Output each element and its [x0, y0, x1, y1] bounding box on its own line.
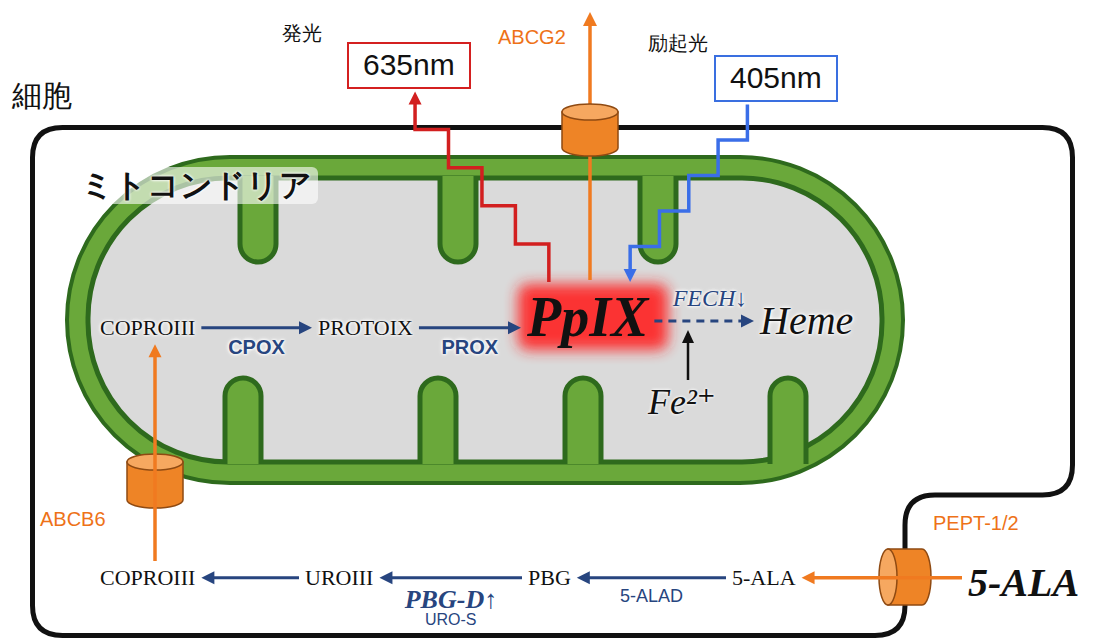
arrow-head — [379, 571, 392, 584]
fluorescence-glow — [518, 284, 668, 350]
crista — [225, 378, 261, 464]
arrow-head — [741, 315, 754, 328]
molecule-label: COPROIII — [100, 315, 195, 340]
crista — [440, 176, 476, 262]
crista — [420, 378, 456, 464]
connector — [379, 571, 522, 584]
connector — [577, 571, 726, 584]
connector — [654, 315, 754, 328]
molecule-label: PpIX — [527, 285, 648, 349]
node-text: 細胞 — [12, 79, 72, 114]
cell-outline: 細胞 ミトコンドリアCOPROIIIPROTOIXPpIXHemeCOPROII… — [30, 125, 1075, 638]
arrow-head — [682, 330, 694, 343]
arrow-head — [802, 571, 815, 584]
node-text: 5-ALA — [732, 565, 796, 590]
dashed-line — [654, 320, 744, 323]
molecule-label: COPROIII — [100, 565, 195, 590]
node-text: COPROIII — [100, 565, 195, 590]
transporter-top — [127, 454, 183, 470]
connector — [419, 321, 521, 334]
arrow-head — [149, 344, 162, 357]
inner-membrane — [88, 178, 882, 462]
iron-arrow — [687, 342, 690, 380]
node-text: PpIX — [527, 285, 648, 349]
connector — [624, 105, 748, 283]
crista — [640, 176, 676, 262]
molecule-label: UROIII — [305, 565, 373, 590]
arrow-head — [299, 321, 312, 334]
node-text: COPROIII — [100, 315, 195, 340]
cell-border — [33, 128, 1073, 636]
connector-line — [812, 576, 962, 580]
node-text: 5-ALA — [968, 560, 1079, 606]
connector-line — [587, 576, 726, 579]
molecule-label: PBG — [528, 565, 571, 590]
wavelength-box: 405nm — [714, 55, 838, 102]
connector — [409, 92, 549, 283]
node-text: PBG — [528, 565, 571, 590]
crista — [770, 378, 806, 464]
annotation: 励起光 — [648, 32, 708, 55]
enzyme-name: PBG-D↑ — [405, 586, 497, 613]
connector — [802, 571, 962, 584]
crista — [565, 378, 601, 464]
efflux-arrow — [588, 24, 592, 280]
connector-line — [419, 326, 511, 329]
transporter-name: ABCB6 — [40, 508, 106, 531]
connector-line — [415, 102, 549, 283]
connector-line — [211, 576, 299, 579]
ion-label: Fe²⁺ — [648, 384, 716, 420]
transporter-name: ABCG2 — [498, 26, 566, 49]
connector-line — [201, 326, 302, 329]
node-text: PROTOIX — [318, 315, 413, 340]
connector-line — [389, 576, 522, 579]
enzyme-name: 5-ALAD — [620, 586, 683, 607]
arrow-head — [508, 321, 521, 334]
connector-line — [153, 354, 157, 561]
connector-line — [630, 105, 747, 273]
arrow-head — [577, 571, 590, 584]
connector — [201, 571, 299, 584]
arrow-head — [583, 12, 597, 26]
arrow-head — [201, 571, 214, 584]
enzyme-name: PROX — [441, 336, 498, 359]
arrow-head — [624, 269, 637, 282]
arrow-head — [409, 92, 422, 105]
transporter-cylinder — [127, 462, 183, 508]
node-text: ミトコンドリア — [75, 167, 318, 204]
enzyme-name: CPOX — [228, 336, 285, 359]
transporter-cylinder — [562, 112, 618, 156]
node-text: UROIII — [305, 565, 373, 590]
molecule-label: PROTOIX — [318, 315, 413, 340]
enzyme-name: URO-S — [425, 612, 477, 628]
wavelength-box: 635nm — [347, 42, 471, 89]
enzyme-name: FECH↓ — [673, 285, 748, 313]
node-text: 635nm — [363, 48, 455, 83]
mitochondrion: ミトコンドリア COPROIII PROTOIX PpIX Heme — [65, 155, 905, 485]
transporter-top — [879, 549, 897, 605]
node-text: Heme — [760, 298, 853, 344]
transporter-cylinder — [888, 549, 931, 605]
transporter-top — [562, 104, 618, 120]
node-text: 405nm — [730, 61, 822, 96]
outer-membrane — [67, 157, 903, 483]
connector — [149, 344, 162, 561]
transporter-name: PEPT-1/2 — [933, 512, 1019, 535]
molecule-label: Heme — [760, 298, 853, 344]
molecule-label: 5-ALA — [968, 560, 1079, 606]
molecule-label: 5-ALA — [732, 565, 796, 590]
annotation: 発光 — [282, 22, 322, 45]
connector — [201, 321, 312, 334]
